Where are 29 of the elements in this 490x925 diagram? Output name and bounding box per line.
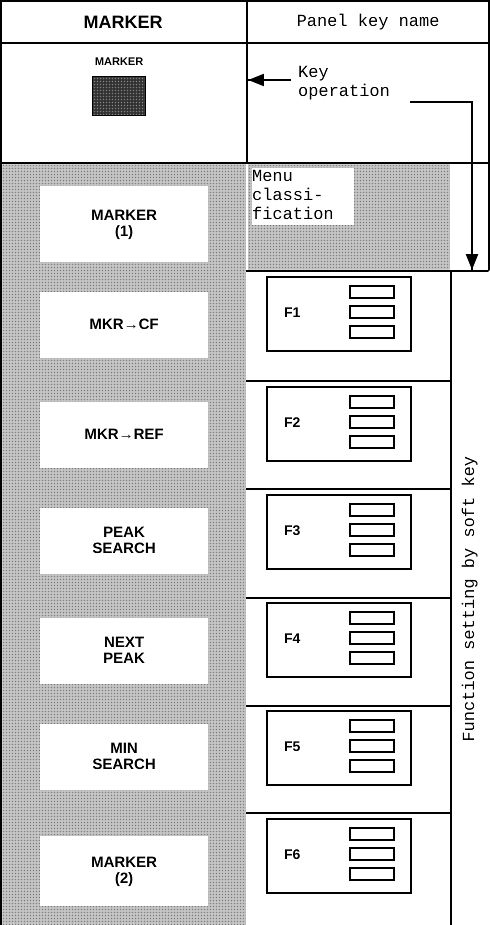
column-header: Panel key name bbox=[296, 12, 440, 32]
soft-key-panel bbox=[266, 710, 412, 786]
cell-text: Menu classi- fication bbox=[252, 168, 354, 225]
menu-key: MARKER (2) bbox=[40, 836, 208, 906]
soft-key-panel bbox=[266, 276, 412, 352]
menu-key: NEXT PEAK bbox=[40, 618, 208, 684]
key-label: F1 bbox=[284, 304, 300, 320]
menu-key: MKR→CF bbox=[40, 292, 208, 358]
key-label: F2 bbox=[284, 414, 300, 430]
arrow bbox=[410, 101, 478, 270]
arrow bbox=[248, 74, 291, 86]
menu-key: MIN SEARCH bbox=[40, 724, 208, 790]
column-header: MARKER bbox=[84, 12, 162, 32]
key-label: F3 bbox=[284, 522, 300, 538]
soft-key-panel bbox=[266, 818, 412, 894]
menu-panel bbox=[2, 164, 246, 925]
key-label: F5 bbox=[284, 738, 300, 754]
soft-key-panel bbox=[266, 386, 412, 462]
annotation: Key operation bbox=[297, 64, 391, 102]
menu-classification-cell bbox=[248, 164, 450, 270]
menu-key: MKR→REF bbox=[40, 402, 208, 468]
soft-key-panel bbox=[266, 494, 412, 570]
key-label: F4 bbox=[284, 630, 300, 646]
key-label: F6 bbox=[284, 846, 300, 862]
menu-key: MARKER (1) bbox=[40, 186, 208, 262]
soft-key-panel bbox=[266, 602, 412, 678]
key-label: MARKER bbox=[94, 56, 144, 68]
menu-key: PEAK SEARCH bbox=[40, 508, 208, 574]
axis-caption: Function setting by soft key bbox=[460, 456, 480, 742]
